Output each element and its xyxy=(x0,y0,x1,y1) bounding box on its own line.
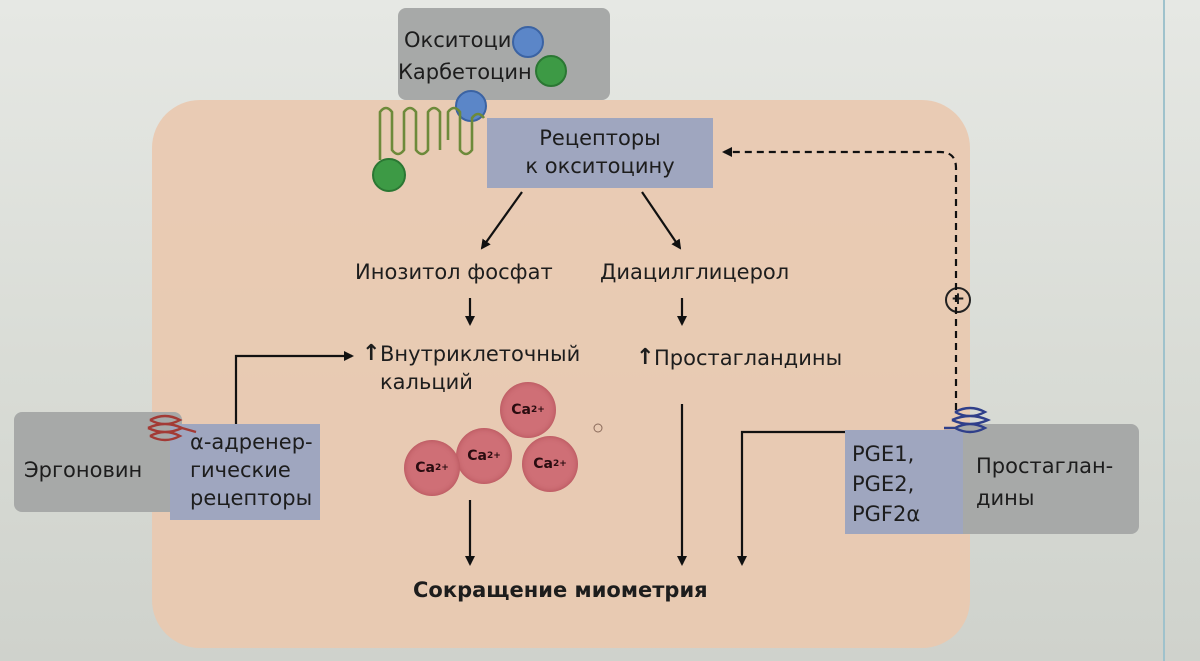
diacylglycerol-label: Диацилглицерол xyxy=(600,260,790,284)
positive-feedback-icon: + xyxy=(945,287,971,313)
oxytocin-receptor-label-line2: к окситоцину xyxy=(525,154,675,178)
oxytocin-receptor-label-line1: Рецепторы xyxy=(539,126,661,150)
alpha-receptor-line1: α-адренер- xyxy=(190,430,313,454)
ergonovine-box xyxy=(14,412,182,512)
oxytocin-label: Окситоцин xyxy=(404,28,526,52)
ergonovine-label: Эргоновин xyxy=(24,458,143,482)
calcium-charge: 2+ xyxy=(530,405,545,415)
page-margin-line xyxy=(1163,0,1165,661)
pge2-label: PGE2, xyxy=(852,472,915,496)
prostaglandins-drug-box xyxy=(955,424,1139,534)
calcium-charge: 2+ xyxy=(486,451,501,461)
prostaglandin-receptor-coil-icon xyxy=(944,406,991,434)
inositol-phosphate-label: Инозитол фосфат xyxy=(355,260,553,284)
alpha-receptor-box xyxy=(170,424,320,520)
arrow-receptor-to-inositol xyxy=(480,191,523,250)
carbetocin-ligand-icon xyxy=(535,55,567,87)
calcium-increase-icon: ↑ xyxy=(362,341,381,366)
calcium-symbol: Ca xyxy=(415,460,435,476)
arrow-receptor-to-dag xyxy=(641,191,682,250)
intracellular-calcium-line1: Внутриклеточный xyxy=(380,342,581,366)
prostaglandins-effect-label: Простагландины xyxy=(654,346,843,370)
calcium-charge: 2+ xyxy=(434,463,449,473)
intracellular-calcium-line2: кальций xyxy=(380,370,473,394)
oxytocin-receptor-coil-icon xyxy=(378,106,442,160)
arrow-alpha-to-calcium xyxy=(234,351,354,424)
dashed-feedback-arrow xyxy=(722,147,958,410)
calcium-symbol: Ca xyxy=(533,456,553,472)
prostaglandins-drug-line2: дины xyxy=(976,486,1035,510)
arrow-pge-to-contraction xyxy=(737,430,845,566)
uterine-cell-panel xyxy=(152,100,970,648)
pge1-label: PGE1, xyxy=(852,442,915,466)
myometrium-contraction-label: Сокращение миометрия xyxy=(413,578,708,602)
alpha-receptor-line2: гические xyxy=(190,458,291,482)
bound-carbetocin-icon xyxy=(372,158,406,192)
decorative-circle xyxy=(593,423,603,433)
calcium-symbol: Ca xyxy=(511,402,531,418)
prostaglandin-increase-icon: ↑ xyxy=(636,345,655,370)
prostaglandins-drug-line1: Простаглан- xyxy=(976,454,1114,478)
ligand-box xyxy=(398,8,610,100)
carbetocin-label: Карбетоцин xyxy=(398,60,532,84)
calcium-symbol: Ca xyxy=(467,448,487,464)
alpha-receptor-line3: рецепторы xyxy=(190,486,313,510)
oxytocin-ligand-icon xyxy=(512,26,544,58)
pgf2a-label: PGF2α xyxy=(852,502,921,526)
calcium-charge: 2+ xyxy=(552,459,567,469)
oxytocin-receptor-box xyxy=(487,118,713,188)
alpha-receptor-coil-icon xyxy=(147,414,197,442)
oxytocin-receptor-coil-2-icon xyxy=(446,106,486,156)
pge-receptor-box xyxy=(845,430,963,534)
